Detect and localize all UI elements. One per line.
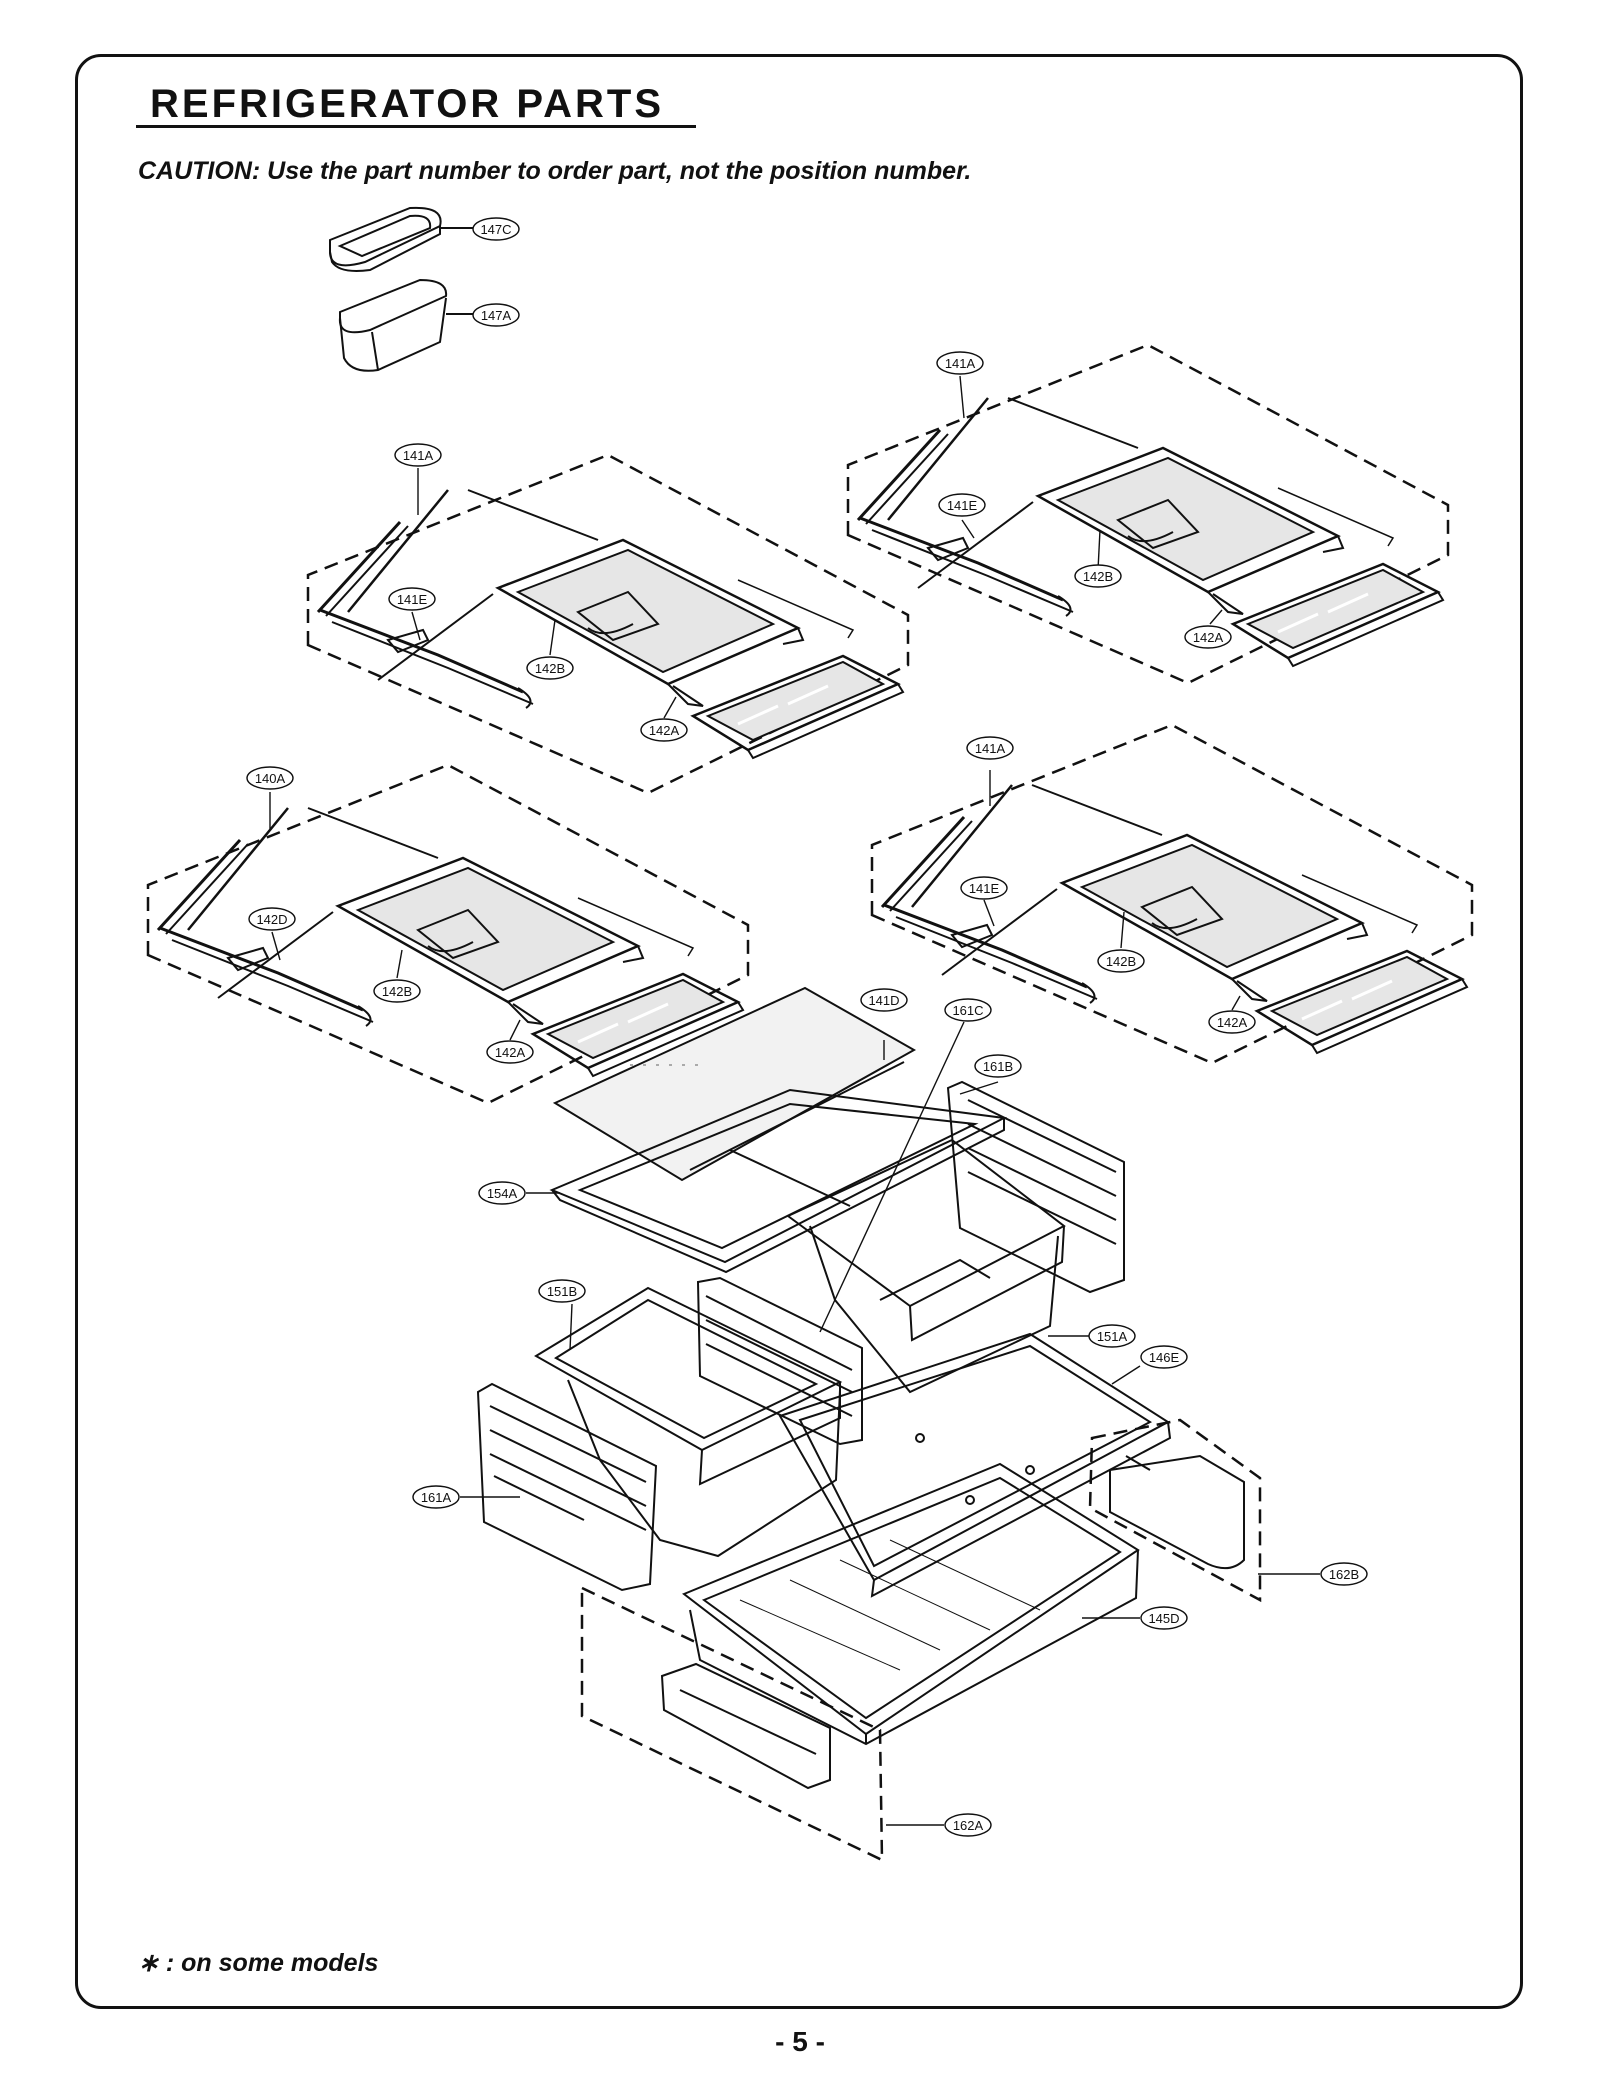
bin-lid-147c [329,206,476,272]
svg-text:142B: 142B [382,984,412,999]
svg-text:142A: 142A [1193,630,1224,645]
callout-142a-mid-left: 142A [486,1040,534,1064]
svg-text:141A: 141A [403,448,434,463]
svg-text:161C: 161C [952,1003,983,1018]
shelf-group-top-left [306,453,910,795]
leader-lines [269,375,1320,1826]
callout-151b: 151B [538,1279,586,1303]
svg-text:142A: 142A [495,1045,526,1060]
svg-text:151B: 151B [547,1284,577,1299]
part-callouts: 147C 147A 141A 141E 142B 142A 141A 141E … [246,217,1368,1837]
callout-141e-top-right: 141E [938,493,986,517]
callout-142a-top-left: 142A [640,718,688,742]
callout-146e: 146E [1140,1345,1188,1369]
svg-text:145D: 145D [1148,1611,1179,1626]
svg-text:141D: 141D [868,993,899,1008]
callout-161b: 161B [974,1054,1022,1078]
crisper-divider-161c [696,1276,863,1446]
callout-161a: 161A [412,1485,460,1509]
callout-142b-mid-left: 142B [373,979,421,1003]
callout-142a-mid-right: 142A [1208,1010,1256,1034]
drawer-rail-162b [1088,1418,1262,1603]
callout-142b-mid-right: 142B [1097,949,1145,973]
title-underline [136,125,696,128]
svg-text:142B: 142B [535,661,565,676]
shelf-group-top-right [846,343,1450,685]
svg-text:142A: 142A [649,723,680,738]
callout-141a-top-left: 141A [394,443,442,467]
svg-text:151A: 151A [1097,1329,1128,1344]
glass-shelf-141d [552,986,917,1182]
callout-141e-mid-right: 141E [960,876,1008,900]
callout-141a-mid-right: 141A [966,736,1014,760]
callout-142b-top-left: 142B [526,656,574,680]
caution-note: CAUTION: Use the part number to order pa… [138,157,972,185]
crisper-drawer-151a [786,1138,1066,1394]
svg-text:161B: 161B [983,1059,1013,1074]
svg-text:141A: 141A [975,741,1006,756]
svg-text:142B: 142B [1083,569,1113,584]
svg-text:161A: 161A [421,1490,452,1505]
shelf-group-mid-left [146,763,750,1105]
callout-147c: 147C [472,217,520,241]
svg-text:140A: 140A [255,771,286,786]
callout-147a: 147A [472,303,520,327]
drawer-rail-162a [580,1586,884,1863]
pantry-drawer-145d [682,1462,1140,1746]
svg-text:154A: 154A [487,1186,518,1201]
crisper-divider-161a [476,1382,658,1592]
callout-162b: 162B [1320,1562,1368,1586]
callout-142b-top-right: 142B [1074,564,1122,588]
svg-text:142D: 142D [256,912,287,927]
page-title: REFRIGERATOR PARTS [150,82,665,126]
callout-161c: 161C [944,998,992,1022]
svg-text:142B: 142B [1106,954,1136,969]
callout-162a: 162A [944,1813,992,1837]
crisper-drawer-151b [534,1286,843,1558]
callout-151a: 151A [1088,1324,1136,1348]
callout-145d: 145D [1140,1606,1188,1630]
callout-141d: 141D [860,988,908,1012]
crisper-divider-161b [946,1080,1125,1294]
svg-text:147A: 147A [481,308,512,323]
svg-text:142A: 142A [1217,1015,1248,1030]
footnote: ∗ : on some models [138,1949,379,1977]
svg-text:141E: 141E [397,592,428,607]
callout-140a: 140A [246,766,294,790]
svg-text:147C: 147C [480,222,511,237]
bin-147a [338,278,476,372]
svg-text:141E: 141E [969,881,1000,896]
callout-142a-top-right: 142A [1184,625,1232,649]
svg-text:141A: 141A [945,356,976,371]
svg-text:162B: 162B [1329,1567,1359,1582]
callout-141e-top-left: 141E [388,587,436,611]
callout-142d: 142D [248,907,296,931]
callout-154a: 154A [478,1181,526,1205]
page-frame [75,54,1523,2009]
svg-text:162A: 162A [953,1818,984,1833]
svg-text:141E: 141E [947,498,978,513]
svg-text:146E: 146E [1149,1350,1180,1365]
page-number: - 5 - [775,2026,825,2057]
callout-141a-top-right: 141A [936,351,984,375]
